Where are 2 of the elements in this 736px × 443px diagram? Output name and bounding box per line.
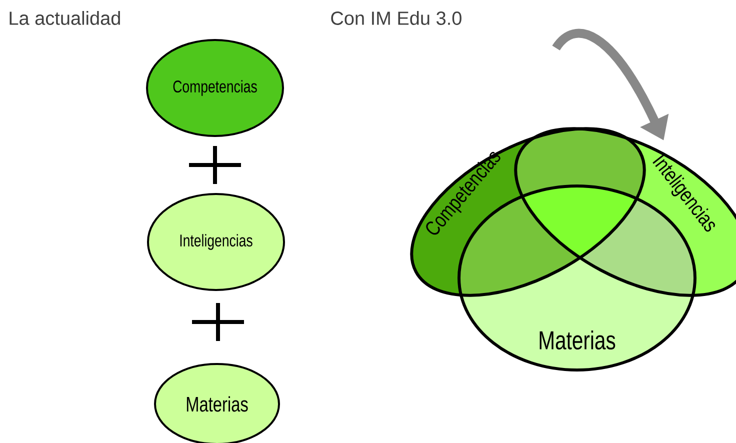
heading: Con IM Edu 3.0 bbox=[331, 11, 462, 25]
heading: La actualidad bbox=[10, 11, 120, 25]
